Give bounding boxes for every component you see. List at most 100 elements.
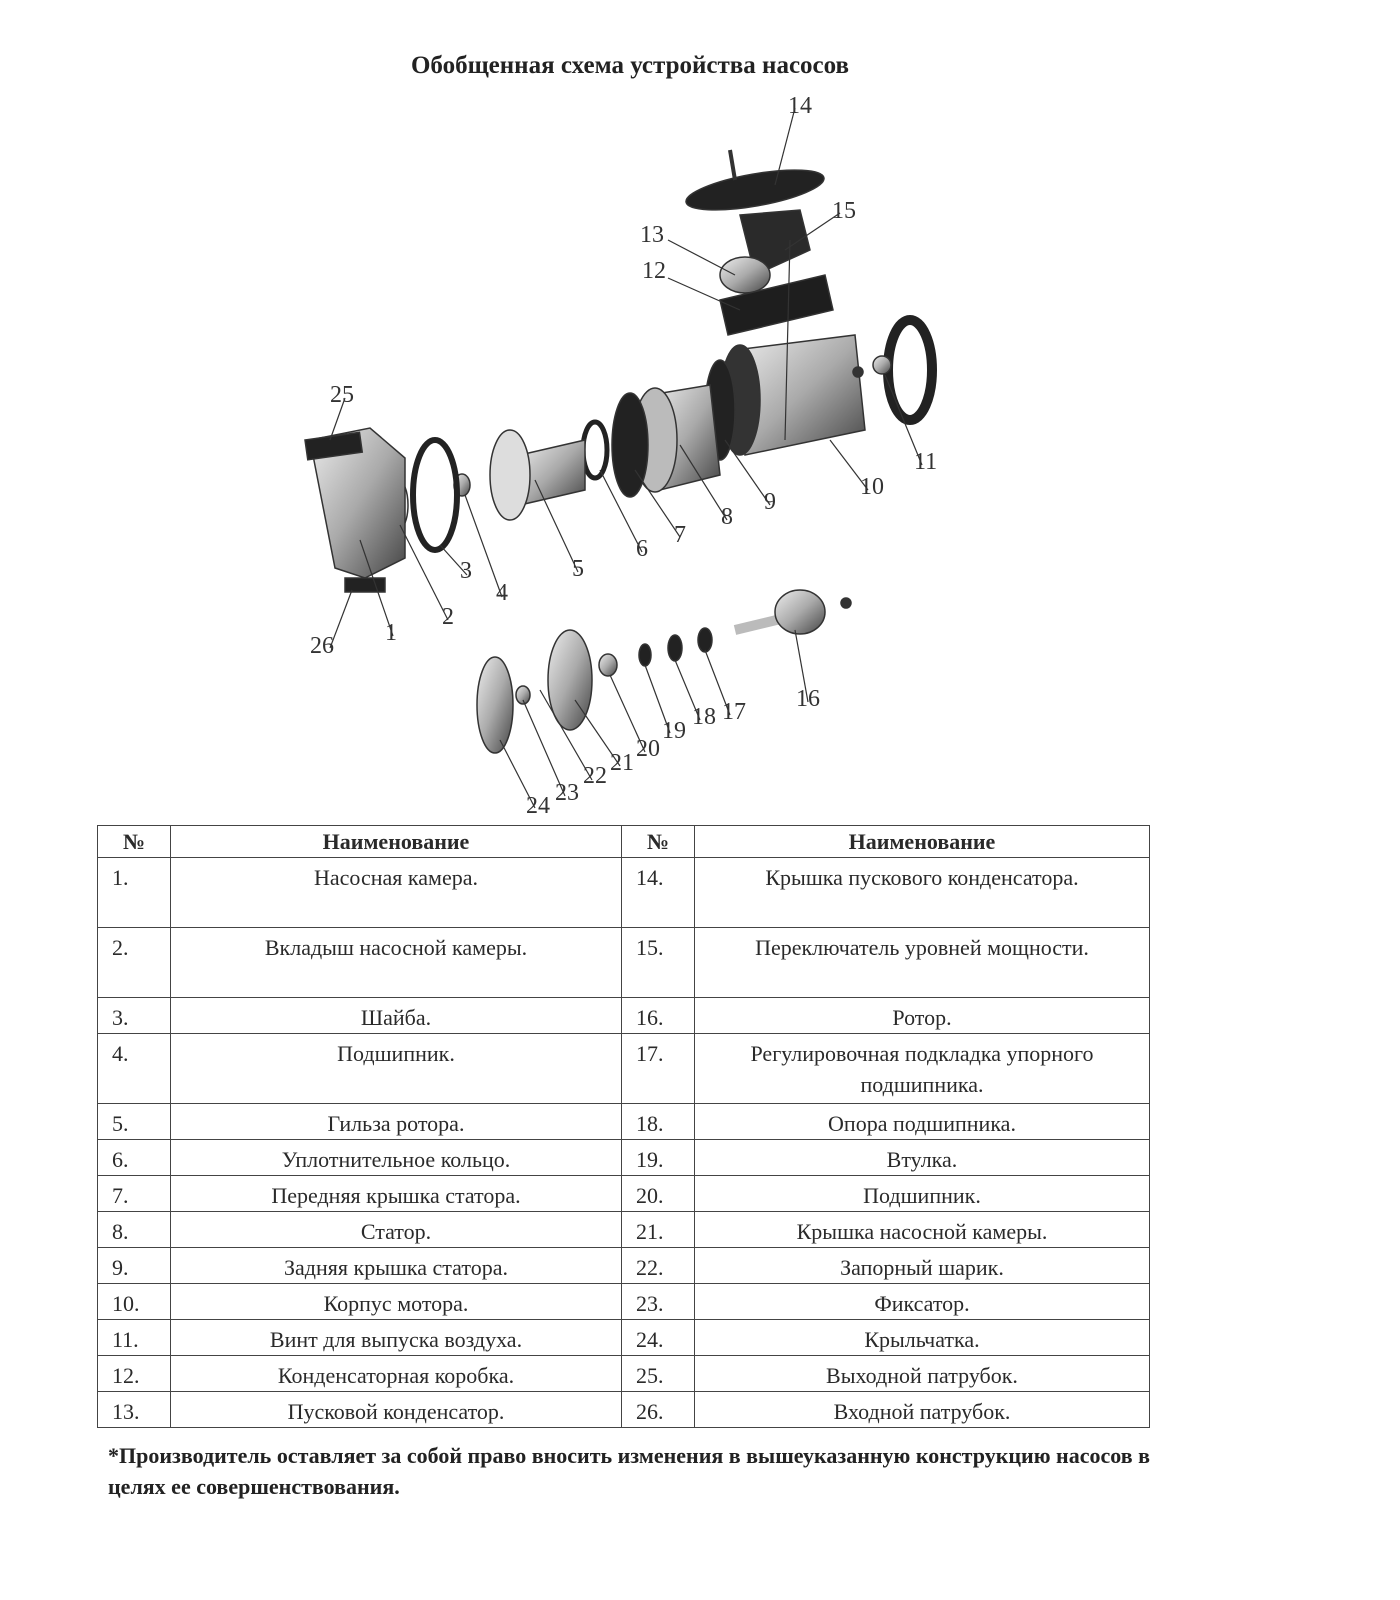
table-row: 11.Винт для выпуска воздуха.24.Крыльчатк…	[97, 1319, 1150, 1356]
label-7: 7	[674, 522, 686, 548]
table-row: 3.Шайба.16.Ротор.	[97, 997, 1150, 1034]
label-6: 6	[636, 536, 648, 562]
part-name: Насосная камера.	[170, 857, 622, 928]
part-name: Уплотнительное кольцо.	[170, 1139, 622, 1176]
label-25: 25	[330, 382, 354, 408]
part-name: Регулировочная подкладка упорного подшип…	[694, 1033, 1150, 1104]
label-13: 13	[640, 222, 664, 248]
part-number-labels: 1 2 3 4 5 6 7 8 9 10 11 12 13 14 15 16 1…	[310, 93, 937, 819]
part-number: 17.	[621, 1033, 695, 1104]
part-number: 6.	[97, 1139, 171, 1176]
leader-lines	[329, 107, 923, 809]
footnote: *Производитель оставляет за собой право …	[108, 1443, 1150, 1499]
part-number: 4.	[97, 1033, 171, 1104]
table-row: 6.Уплотнительное кольцо.19.Втулка.	[97, 1139, 1150, 1176]
table-row: 5.Гильза ротора.18.Опора подшипника.	[97, 1103, 1150, 1140]
part-name: Пусковой конденсатор.	[170, 1391, 622, 1428]
part-name: Задняя крышка статора.	[170, 1247, 622, 1284]
part-name: Втулка.	[694, 1139, 1150, 1176]
part-number: 8.	[97, 1211, 171, 1248]
pump-parts	[304, 149, 937, 754]
part-name: Передняя крышка статора.	[170, 1175, 622, 1212]
part-name: Подшипник.	[694, 1175, 1150, 1212]
part-number: 23.	[621, 1283, 695, 1320]
part-number: 14.	[621, 857, 695, 928]
label-1: 1	[385, 620, 397, 646]
part-number: 21.	[621, 1211, 695, 1248]
label-14: 14	[788, 93, 812, 119]
table-row: 1.Насосная камера.14.Крышка пускового ко…	[97, 857, 1150, 928]
part-name: Крыльчатка.	[694, 1319, 1150, 1356]
label-11: 11	[914, 449, 937, 475]
label-18: 18	[692, 704, 716, 730]
part-number: 16.	[621, 997, 695, 1034]
part-name: Гильза ротора.	[170, 1103, 622, 1140]
part-name: Ротор.	[694, 997, 1150, 1034]
part-name: Крышка насосной камеры.	[694, 1211, 1150, 1248]
part-number: 25.	[621, 1355, 695, 1392]
table-row: 7.Передняя крышка статора.20.Подшипник.	[97, 1175, 1150, 1212]
part-number: 1.	[97, 857, 171, 928]
part-number: 13.	[97, 1391, 171, 1428]
label-3: 3	[460, 558, 472, 584]
label-9: 9	[764, 489, 776, 515]
part-number: 19.	[621, 1139, 695, 1176]
part-name: Статор.	[170, 1211, 622, 1248]
part-name: Фиксатор.	[694, 1283, 1150, 1320]
part-name: Подшипник.	[170, 1033, 622, 1104]
part-number: 2.	[97, 927, 171, 998]
header-number: №	[97, 825, 171, 858]
part-number: 22.	[621, 1247, 695, 1284]
part-name: Переключатель уровней мощности.	[694, 927, 1150, 998]
table-row: 2.Вкладыш насосной камеры.15.Переключате…	[97, 927, 1150, 998]
part-number: 10.	[97, 1283, 171, 1320]
label-17: 17	[722, 699, 746, 725]
label-23: 23	[555, 780, 579, 806]
table-row: 12.Конденсаторная коробка.25.Выходной па…	[97, 1355, 1150, 1392]
part-number: 20.	[621, 1175, 695, 1212]
label-22: 22	[583, 763, 607, 789]
label-20: 20	[636, 736, 660, 762]
part-number: 7.	[97, 1175, 171, 1212]
part-number: 26.	[621, 1391, 695, 1428]
page-title: Обобщенная схема устройства насосов	[410, 52, 850, 79]
label-5: 5	[572, 556, 584, 582]
part-name: Вкладыш насосной камеры.	[170, 927, 622, 998]
part-name: Винт для выпуска воздуха.	[170, 1319, 622, 1356]
part-number: 12.	[97, 1355, 171, 1392]
header-number: №	[621, 825, 695, 858]
label-15: 15	[832, 198, 856, 224]
label-8: 8	[721, 504, 733, 530]
part-name: Запорный шарик.	[694, 1247, 1150, 1284]
label-24: 24	[526, 793, 550, 819]
table-row: 9.Задняя крышка статора.22.Запорный шари…	[97, 1247, 1150, 1284]
part-name: Входной патрубок.	[694, 1391, 1150, 1428]
part-name: Шайба.	[170, 997, 622, 1034]
part-name: Опора подшипника.	[694, 1103, 1150, 1140]
label-21: 21	[610, 750, 634, 776]
part-number: 9.	[97, 1247, 171, 1284]
label-12: 12	[642, 258, 666, 284]
table-row: 4.Подшипник.17.Регулировочная подкладка …	[97, 1033, 1150, 1104]
table-row: 10.Корпус мотора.23.Фиксатор.	[97, 1283, 1150, 1320]
part-number: 3.	[97, 997, 171, 1034]
table-row: 13.Пусковой конденсатор.26.Входной патру…	[97, 1391, 1150, 1428]
part-number: 5.	[97, 1103, 171, 1140]
part-name: Корпус мотора.	[170, 1283, 622, 1320]
header-name: Наименование	[170, 825, 622, 858]
label-10: 10	[860, 474, 884, 500]
table-header-row: № Наименование № Наименование	[97, 825, 1150, 858]
label-4: 4	[496, 580, 508, 606]
label-2: 2	[442, 604, 454, 630]
header-name: Наименование	[694, 825, 1150, 858]
part-number: 24.	[621, 1319, 695, 1356]
part-number: 15.	[621, 927, 695, 998]
part-name: Крышка пускового конденсатора.	[694, 857, 1150, 928]
table-row: 8.Статор.21.Крышка насосной камеры.	[97, 1211, 1150, 1248]
part-number: 11.	[97, 1319, 171, 1356]
label-26: 26	[310, 633, 334, 659]
label-16: 16	[796, 686, 820, 712]
exploded-pump-diagram: 1 2 3 4 5 6 7 8 9 10 11 12 13 14 15 16 1…	[304, 93, 937, 819]
label-19: 19	[662, 718, 686, 744]
part-name: Конденсаторная коробка.	[170, 1355, 622, 1392]
